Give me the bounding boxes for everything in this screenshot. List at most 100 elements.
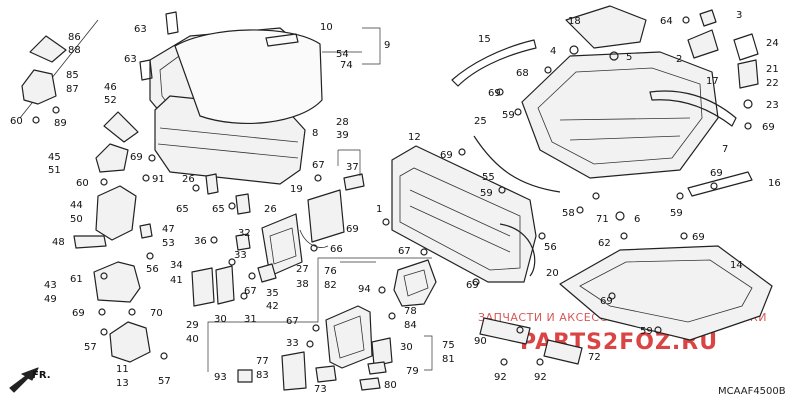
svg-text:57: 57 [158, 376, 171, 387]
svg-text:69: 69 [130, 152, 143, 163]
part-54-hinge [265, 33, 299, 47]
svg-text:35: 35 [266, 288, 279, 299]
svg-text:23: 23 [766, 100, 779, 111]
part-15-rail [451, 39, 537, 87]
corner-divider-line [19, 19, 99, 119]
svg-text:51: 51 [48, 165, 61, 176]
part-59-screw-c [654, 326, 662, 334]
part-24-gasket [733, 33, 759, 61]
svg-text:79: 79 [406, 366, 419, 377]
svg-text:63: 63 [124, 54, 137, 65]
part-73-connector [315, 365, 337, 383]
svg-text:59: 59 [670, 208, 683, 219]
svg-text:29: 29 [186, 320, 199, 331]
part-7-tray [521, 51, 719, 179]
part-69-screw-e [472, 278, 480, 286]
part-75-panel [325, 305, 373, 369]
part-69-screw-k [516, 326, 524, 334]
svg-text:68: 68 [516, 68, 529, 79]
part-30-bracket-b [371, 337, 393, 367]
part-57-screw-b [160, 352, 168, 360]
svg-text:17: 17 [706, 76, 719, 87]
svg-text:86: 86 [68, 32, 81, 43]
part-2-latch [687, 29, 719, 59]
part-64-screw [682, 16, 690, 24]
part-60-screw-b [100, 178, 108, 186]
svg-text:69: 69 [466, 280, 479, 291]
svg-text:67: 67 [244, 286, 257, 297]
svg-text:82: 82 [324, 280, 337, 291]
part-67-screw-c [312, 324, 320, 332]
svg-text:77: 77 [256, 356, 269, 367]
svg-text:63: 63 [134, 24, 147, 35]
part-92-screw-b [536, 358, 544, 366]
part-25-cable [473, 135, 561, 193]
svg-text:48: 48 [52, 237, 65, 248]
svg-text:69: 69 [762, 122, 775, 133]
part-46-cover [103, 111, 139, 143]
part-69-screw-g [514, 108, 522, 116]
part-28-bracket [307, 189, 345, 243]
svg-text:7: 7 [722, 144, 728, 155]
svg-text:47: 47 [162, 224, 175, 235]
svg-text:69: 69 [440, 150, 453, 161]
svg-text:14: 14 [730, 260, 743, 271]
svg-text:65: 65 [176, 204, 189, 215]
front-label: FR. [32, 370, 51, 381]
svg-text:69: 69 [488, 88, 501, 99]
svg-text:60: 60 [76, 178, 89, 189]
part-69-screw-i [680, 232, 688, 240]
svg-text:36: 36 [194, 236, 207, 247]
lower-group-frame [207, 257, 432, 372]
part-69-screw [98, 308, 106, 316]
part-66-screw [310, 244, 318, 252]
svg-text:28: 28 [336, 117, 349, 128]
svg-text:49: 49 [44, 294, 57, 305]
part-21-bracket [737, 59, 759, 89]
part-80-clip [359, 377, 381, 391]
svg-text:50: 50 [70, 214, 83, 225]
part-35-knob [257, 263, 277, 283]
part-91-screw [142, 174, 150, 182]
svg-text:22: 22 [766, 78, 779, 89]
svg-text:92: 92 [494, 372, 507, 383]
part-69-screw-d [458, 148, 466, 156]
part-16-strip [687, 171, 753, 197]
svg-text:66: 66 [330, 244, 343, 255]
svg-text:30: 30 [214, 314, 227, 325]
svg-text:59: 59 [480, 188, 493, 199]
svg-text:52: 52 [104, 95, 117, 106]
part-48-bracket [73, 235, 107, 249]
svg-text:34: 34 [170, 260, 183, 271]
svg-text:10: 10 [320, 22, 333, 33]
svg-text:64: 64 [660, 16, 673, 27]
svg-text:46: 46 [104, 82, 117, 93]
svg-text:61: 61 [70, 274, 83, 285]
svg-text:69: 69 [692, 232, 705, 243]
front-arrow-icon [9, 367, 39, 393]
part-71-screw [592, 192, 600, 200]
svg-text:33: 33 [286, 338, 299, 349]
callout-labels: 86 88 85 87 60 89 63 63 46 52 45 51 69 6… [10, 10, 781, 395]
part-56-screw-b [538, 232, 546, 240]
part-69-screw-c [382, 218, 390, 226]
part-33-screw-b [306, 340, 314, 348]
svg-text:24: 24 [766, 38, 779, 49]
part-59-screw-b [676, 192, 684, 200]
part-57-screw-a [100, 328, 108, 336]
svg-text:43: 43 [44, 280, 57, 291]
part-61-screw [100, 272, 108, 280]
svg-text:73: 73 [314, 384, 327, 395]
part-89-clip [52, 106, 60, 114]
part-45-latch [95, 143, 129, 173]
svg-text:45: 45 [48, 152, 61, 163]
svg-text:5: 5 [626, 52, 632, 63]
svg-text:56: 56 [544, 242, 557, 253]
svg-text:9: 9 [384, 40, 390, 51]
part-55-screw [498, 186, 506, 194]
part-65-screw-a [192, 184, 200, 192]
svg-text:93: 93 [214, 372, 227, 383]
part-70-screw [128, 308, 136, 316]
part-67-screw [248, 272, 256, 280]
